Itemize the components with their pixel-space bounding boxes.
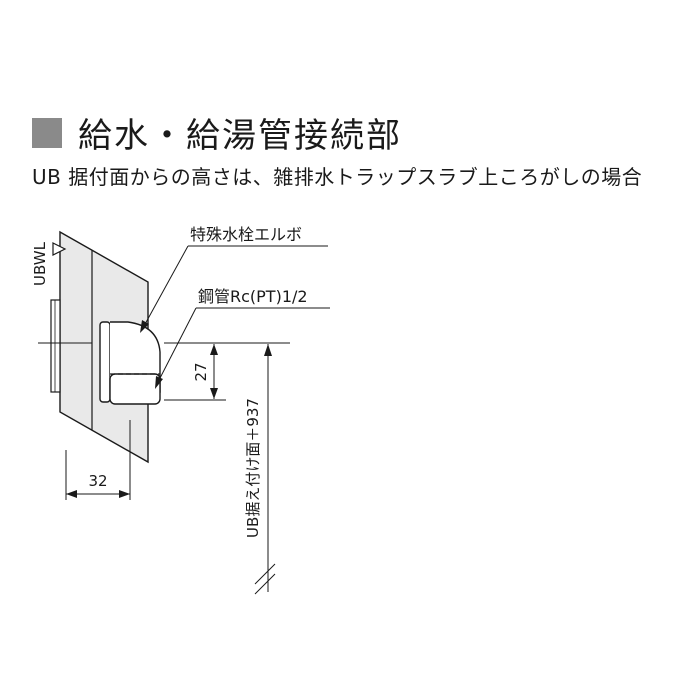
- break-mark-1: [254, 563, 276, 585]
- dim-27-label: 27: [192, 362, 210, 381]
- break-mark-2: [254, 573, 276, 595]
- page-title: 給水・給湯管接続部: [78, 116, 402, 156]
- title-row: 給水・給湯管接続部: [32, 108, 402, 157]
- dim-32-arrow-right: [119, 490, 130, 498]
- dim-32-label: 32: [88, 472, 107, 490]
- pipe-leader-arrow: [155, 376, 163, 389]
- wall-face-strip: [50, 299, 61, 393]
- elbow-outlet: [109, 373, 161, 405]
- flange-plate: [99, 321, 111, 403]
- height-note-label: UB据え付け面＋937: [244, 398, 262, 538]
- dim-937-arrow: [264, 344, 272, 356]
- elbow-leader-arrow: [140, 320, 149, 333]
- dim-27-arrow-bottom: [210, 388, 218, 399]
- elbow-leader-line: [143, 245, 189, 327]
- pipe-leader-line: [157, 307, 197, 383]
- pipe-label: 鋼管Rc(PT)1/2: [198, 287, 308, 306]
- dim-32-arrow-left: [66, 490, 77, 498]
- elbow-label: 特殊水栓エルボ: [190, 225, 302, 244]
- dim-27-arrow-top: [210, 344, 218, 355]
- level-triangle: [52, 242, 67, 256]
- ubwl-label: UBWL: [31, 241, 49, 286]
- page-subtitle: UB 据付面からの高さは、雑排水トラップスラブ上ころがしの場合: [32, 165, 643, 189]
- title-marker: [32, 117, 62, 148]
